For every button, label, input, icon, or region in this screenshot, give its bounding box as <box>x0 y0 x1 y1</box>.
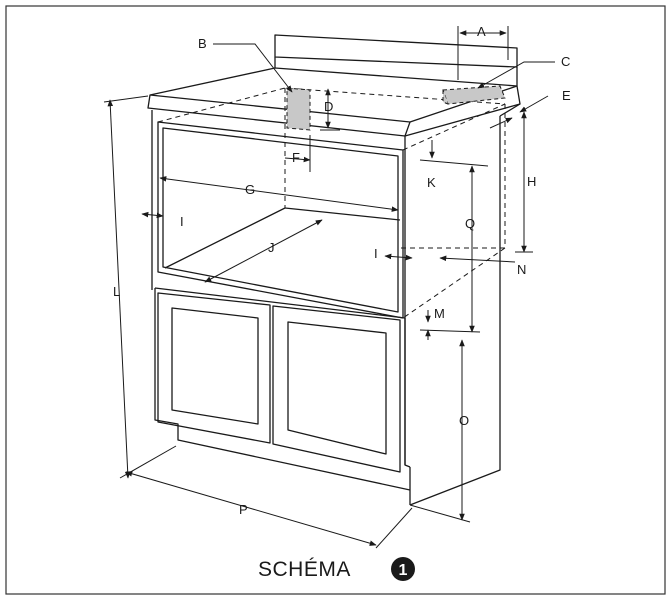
shaded-blocks <box>286 85 506 131</box>
block-c <box>442 85 506 105</box>
label-q: Q <box>465 216 475 231</box>
dimension-labels: A B C D E F G H I I J K L M N O P Q <box>113 24 571 517</box>
label-f: F <box>292 150 300 165</box>
label-i-right: I <box>374 246 378 261</box>
label-n: N <box>517 262 526 277</box>
cabinet-side <box>409 116 501 506</box>
label-a: A <box>477 24 486 39</box>
label-o: O <box>459 413 469 428</box>
dimension-lines <box>103 26 555 549</box>
label-d: D <box>324 99 333 114</box>
label-b: B <box>198 36 207 51</box>
label-g: G <box>245 182 255 197</box>
caption: SCHÉMA 1 <box>258 557 415 581</box>
label-c: C <box>561 54 570 69</box>
label-m: M <box>434 306 445 321</box>
cabinet-drawing <box>147 34 521 506</box>
label-p: P <box>239 502 248 517</box>
block-b <box>286 87 311 131</box>
caption-text: SCHÉMA <box>258 558 351 581</box>
caption-number-badge <box>391 557 415 581</box>
label-i-left: I <box>180 214 184 229</box>
label-h: H <box>527 174 536 189</box>
right-door <box>272 305 401 473</box>
label-k: K <box>427 175 436 190</box>
oven-opening <box>157 121 404 319</box>
left-door <box>157 292 271 444</box>
label-e: E <box>562 88 571 103</box>
backsplash <box>274 34 518 68</box>
label-l: L <box>113 284 120 299</box>
outer-border <box>5 5 666 595</box>
label-j: J <box>268 240 275 255</box>
caption-number: 1 <box>399 562 408 579</box>
